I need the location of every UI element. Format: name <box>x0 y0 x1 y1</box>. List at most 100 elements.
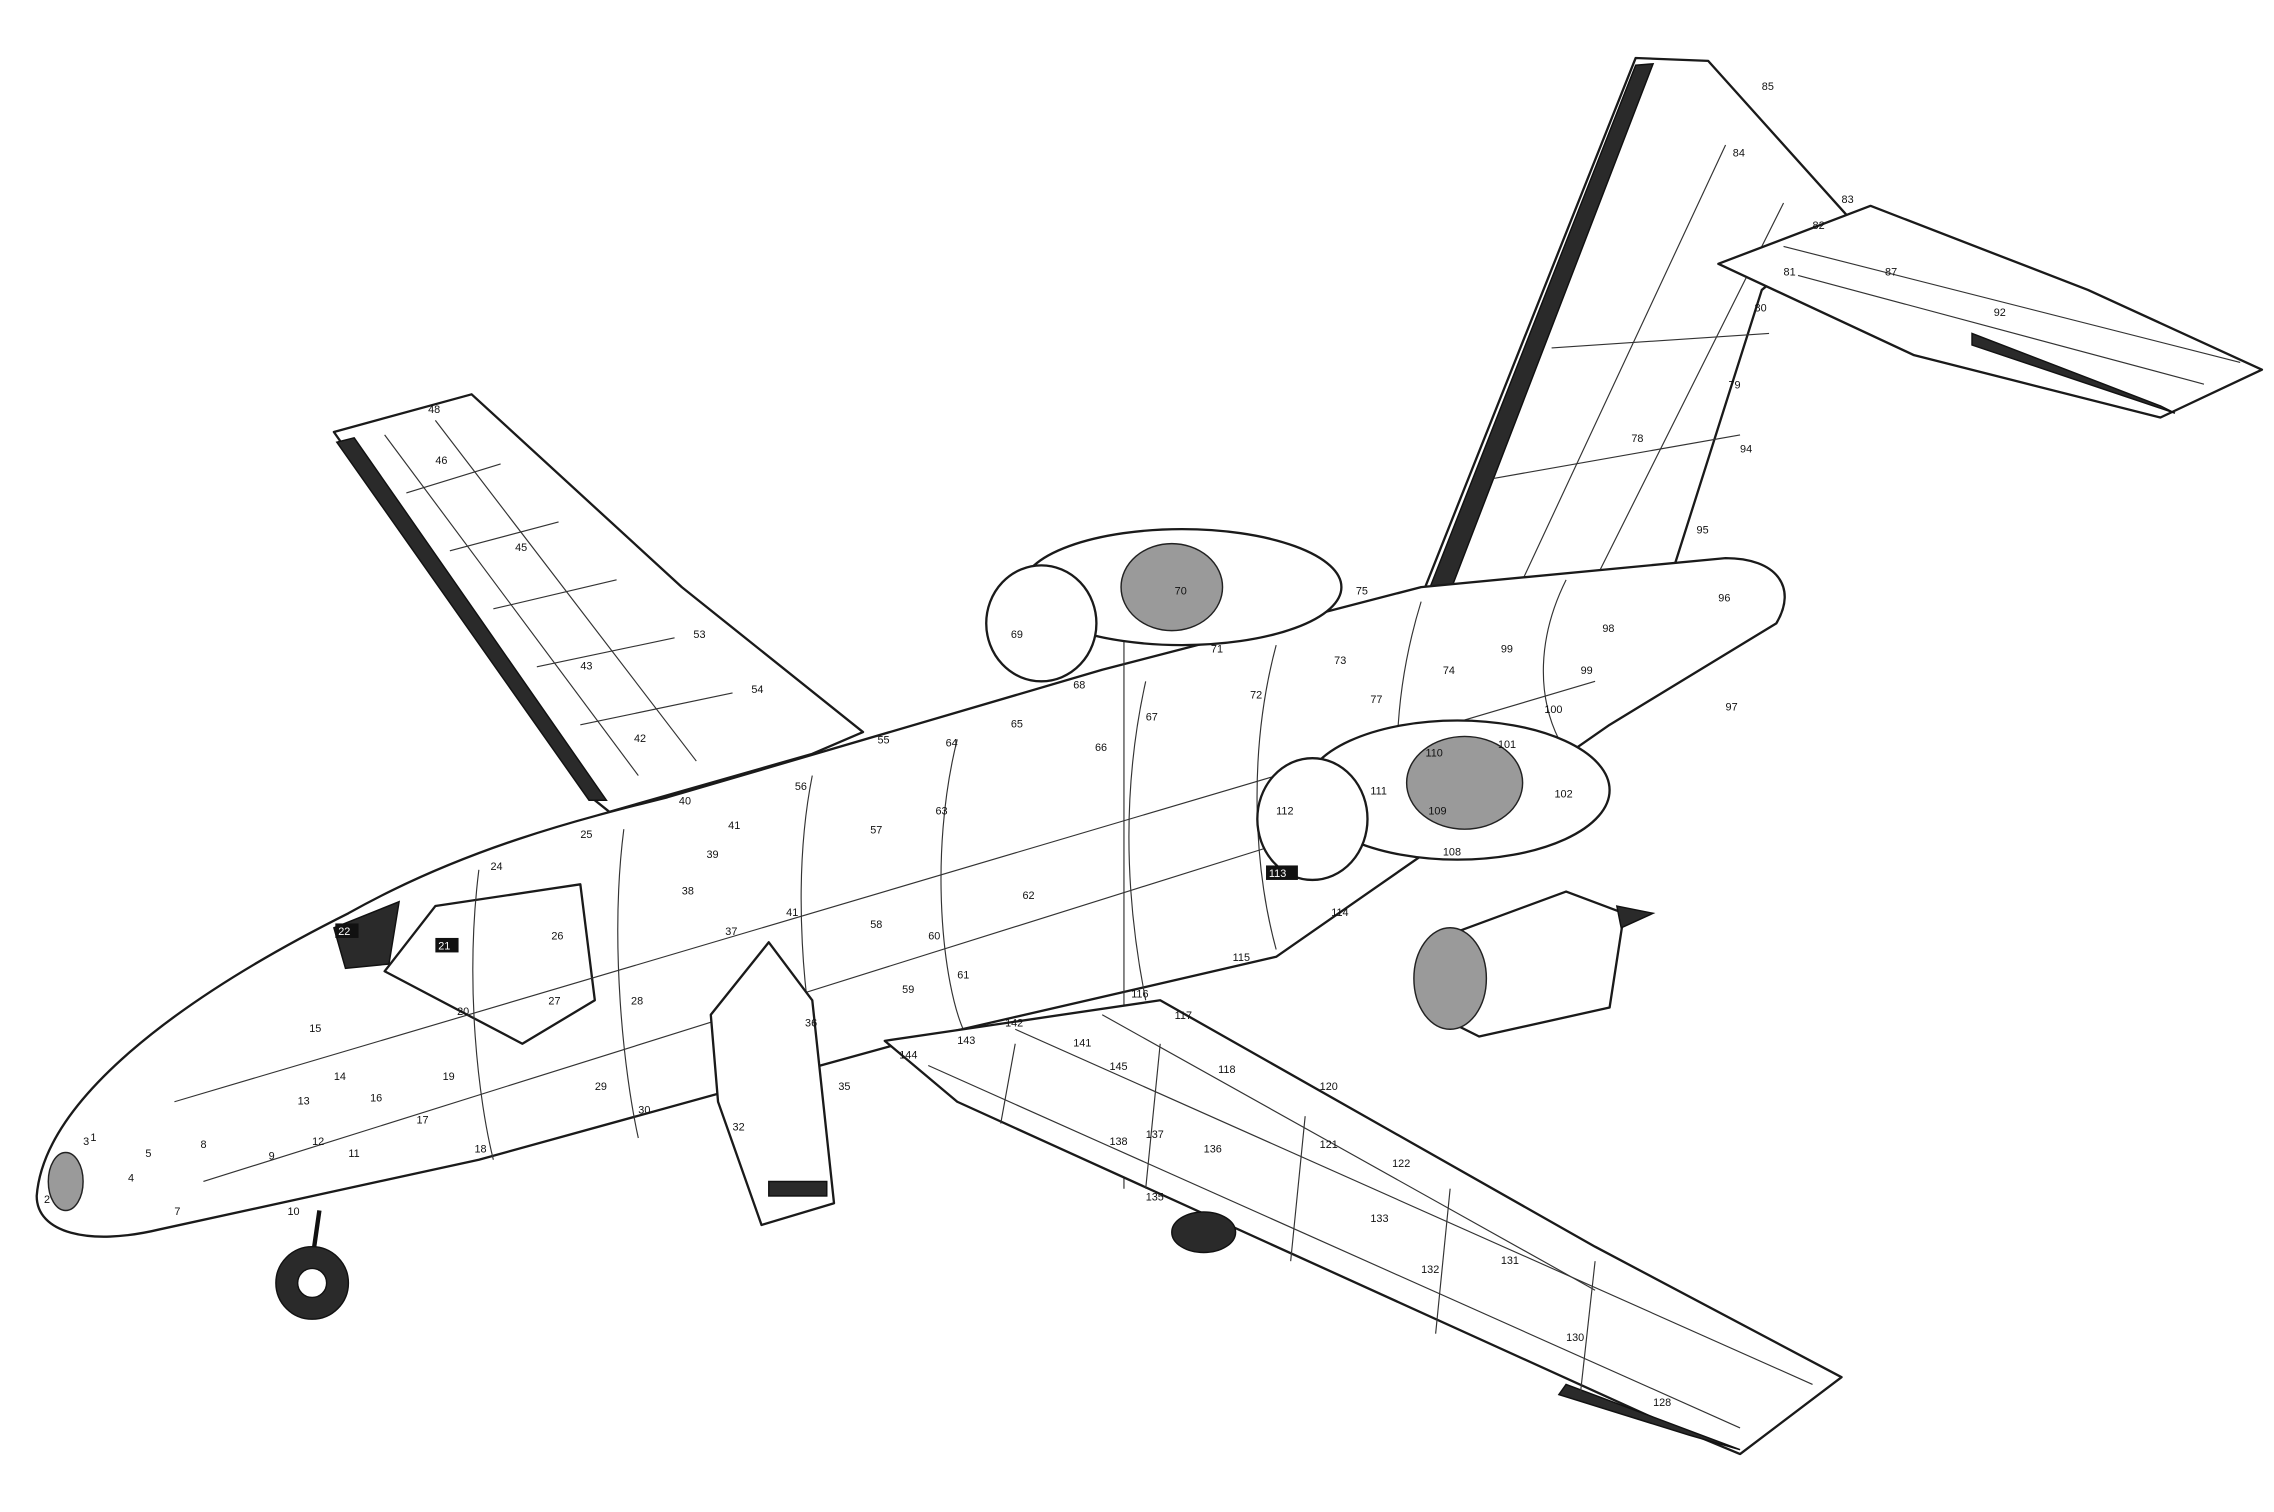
callout-number: 82 <box>1813 220 1825 232</box>
callout-box <box>1266 865 1298 880</box>
callout-box <box>335 923 359 938</box>
callout-number: 145 <box>1109 1061 1127 1073</box>
callout-number: 58 <box>870 919 882 931</box>
callout-number: 101 <box>1498 739 1516 751</box>
callout-number: 80 <box>1755 303 1767 315</box>
callout-number: 114 <box>1331 907 1348 919</box>
callout-number: 137 <box>1146 1129 1164 1141</box>
callout-number: 39 <box>706 849 718 861</box>
fuselage <box>35 550 1786 1238</box>
callout-number: 15 <box>309 1023 321 1035</box>
callout-number: 84 <box>1733 148 1745 160</box>
callout-number: 9 <box>269 1151 275 1163</box>
callout-number: 121 <box>1320 1139 1338 1151</box>
callout-number: 115 <box>1233 952 1250 964</box>
callout-number: 26 <box>551 930 563 942</box>
callout-number: 64 <box>946 738 958 750</box>
callout-number: 30 <box>638 1104 650 1116</box>
callout-number: 117 <box>1175 1010 1192 1022</box>
callout-number: 78 <box>1631 433 1643 445</box>
callout-number: 41 <box>728 820 740 832</box>
callout-number: 68 <box>1073 680 1085 692</box>
callout-number: 7 <box>174 1206 180 1218</box>
callout-number: 3 <box>83 1136 89 1148</box>
callout-number: 112 <box>1276 806 1293 818</box>
callout-number: 110 <box>1425 748 1442 760</box>
callout-number: 5 <box>145 1148 151 1160</box>
callout-number: 143 <box>957 1035 975 1047</box>
callout-number: 18 <box>475 1143 487 1155</box>
callout-number: 25 <box>580 829 592 841</box>
callout-number: 102 <box>1555 788 1573 800</box>
callout-number: 57 <box>870 825 882 837</box>
port-engine <box>1256 719 1611 882</box>
callout-number: 48 <box>428 404 440 416</box>
callout-number: 79 <box>1728 380 1740 392</box>
callout-number: 8 <box>201 1139 207 1151</box>
callout-number: 141 <box>1073 1038 1091 1050</box>
callout-number: 96 <box>1718 593 1730 605</box>
callout-number: 95 <box>1697 524 1709 536</box>
callout-number: 28 <box>631 996 643 1008</box>
callout-number: 55 <box>878 735 890 747</box>
callout-number: 56 <box>795 781 807 793</box>
callout-number: 118 <box>1218 1064 1235 1076</box>
callout-number: 14 <box>334 1071 346 1083</box>
callout-number: 13 <box>298 1096 310 1108</box>
callout-number: 66 <box>1095 742 1107 754</box>
callout-number: 133 <box>1370 1213 1388 1225</box>
callout-box <box>435 937 459 953</box>
vertical-tail <box>1419 56 1850 599</box>
callout-number: 62 <box>1022 890 1034 902</box>
callout-number: 35 <box>838 1081 850 1093</box>
callout-number: 45 <box>515 542 527 554</box>
callout-number: 41 <box>786 907 798 919</box>
callout-number: 11 <box>348 1148 359 1160</box>
callout-number: 111 <box>1370 785 1387 797</box>
callout-number: 17 <box>417 1114 429 1126</box>
callout-number: 2 <box>44 1194 50 1206</box>
callout-number: 85 <box>1762 81 1774 93</box>
callout-number: 77 <box>1370 694 1382 706</box>
callout-labels: 1234578910111213141516171819202122242526… <box>44 81 2006 1409</box>
nose-landing-gear <box>275 1210 350 1320</box>
callout-number: 81 <box>1784 266 1796 278</box>
horizontal-tail <box>1717 204 2264 419</box>
callout-number: 38 <box>682 885 694 897</box>
callout-number: 71 <box>1211 643 1223 655</box>
callout-number: 54 <box>751 684 763 696</box>
callout-number: 65 <box>1011 719 1023 731</box>
callout-number: 4 <box>128 1172 134 1184</box>
callout-number: 60 <box>928 930 940 942</box>
callout-number: 37 <box>725 926 737 938</box>
callout-number: 69 <box>1011 629 1023 641</box>
callout-number: 24 <box>490 861 502 873</box>
callout-number: 22 <box>338 926 350 938</box>
callout-number: 135 <box>1146 1191 1164 1203</box>
callout-number: 21 <box>438 941 450 953</box>
callout-number: 73 <box>1334 655 1346 667</box>
callout-number: 43 <box>580 661 592 673</box>
callout-number: 61 <box>957 970 969 982</box>
callout-number: 72 <box>1250 690 1262 702</box>
callout-number: 136 <box>1204 1143 1222 1155</box>
callout-number: 92 <box>1994 307 2006 319</box>
callout-number: 99 <box>1581 665 1593 677</box>
callout-number: 32 <box>733 1122 745 1134</box>
airstair-door <box>709 941 836 1227</box>
callout-number: 63 <box>935 806 947 818</box>
callout-number: 122 <box>1392 1158 1410 1170</box>
callout-number: 97 <box>1726 701 1738 713</box>
callout-number: 12 <box>312 1136 324 1148</box>
starboard-wing <box>883 999 1843 1456</box>
main-landing-gear <box>1171 1211 1237 1254</box>
callout-number: 16 <box>370 1093 382 1105</box>
callout-number: 27 <box>548 996 560 1008</box>
callout-number: 144 <box>899 1049 917 1061</box>
callout-number: 109 <box>1428 806 1446 818</box>
callout-number: 1 <box>90 1132 96 1144</box>
callout-number: 46 <box>435 455 447 467</box>
callout-number: 74 <box>1443 665 1455 677</box>
